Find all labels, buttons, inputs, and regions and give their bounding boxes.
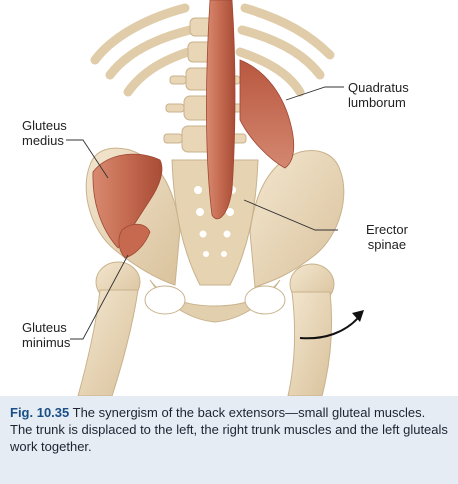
erector-spinae-muscle	[206, 0, 236, 220]
label-quadratus-lumborum: Quadratus lumborum	[348, 80, 409, 110]
femur-right	[287, 263, 335, 397]
gluteus-medius-muscle	[92, 153, 163, 249]
figure-caption: Fig. 10.35 The synergism of the back ext…	[0, 396, 458, 484]
leader-lines	[66, 86, 344, 340]
curved-arrow-icon	[299, 310, 364, 340]
ribs	[90, 3, 335, 97]
anatomy-illustration: Gluteus medius Quadratus lumborum Erecto…	[22, 0, 409, 397]
label-gluteus-medius: Gluteus medius	[22, 118, 67, 148]
pelvis-illustration	[66, 0, 364, 397]
figure-number: Fig. 10.35	[10, 405, 70, 420]
label-gluteus-minimus: Gluteus minimus	[22, 320, 71, 350]
femur-left	[77, 261, 141, 397]
label-erector-spinae: Erector spinae	[366, 222, 408, 252]
quadratus-lumborum-muscle	[239, 59, 295, 169]
caption-text: The synergism of the back extensors—smal…	[10, 405, 448, 454]
gluteus-minimus-muscle	[118, 223, 151, 259]
